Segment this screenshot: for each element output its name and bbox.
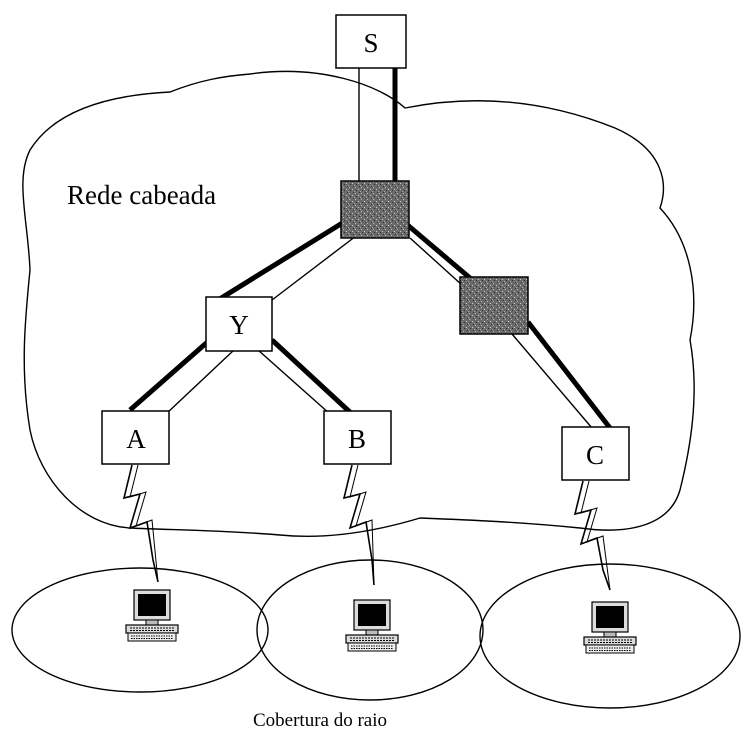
wireless-link-c-icon — [573, 480, 611, 591]
link-y-a-thick — [128, 336, 214, 412]
router-secondary — [459, 276, 529, 335]
router-core — [340, 180, 410, 239]
svg-text:Y: Y — [229, 310, 249, 340]
svg-text:A: A — [126, 424, 146, 454]
svg-text:B: B — [348, 424, 366, 454]
link-router2-c-thin — [511, 333, 593, 429]
coverage-caption: Cobertura do raio — [253, 710, 387, 731]
node-c: C — [561, 426, 630, 481]
node-y: Y — [205, 296, 273, 352]
wired-network-cloud — [22, 70, 695, 538]
coverage-area-b — [256, 559, 484, 701]
computer-icon-b — [345, 599, 399, 652]
wireless-link-a-icon-2 — [129, 464, 159, 583]
link-y-b-thick — [270, 338, 354, 416]
wireless-link-a-icon — [122, 464, 159, 583]
link-y-a-thin — [165, 349, 235, 415]
link-router-router2 — [402, 220, 472, 280]
link-router-y-thick — [208, 219, 346, 308]
wireless-link-c-icon-2 — [580, 480, 611, 591]
link-router2-c-thick — [526, 320, 612, 430]
node-b: B — [323, 410, 392, 465]
node-a: A — [101, 410, 170, 465]
link-y-b-thin — [257, 349, 331, 415]
link-router-router2-thin — [409, 237, 463, 286]
wireless-link-b-icon — [342, 464, 375, 586]
svg-text:S: S — [363, 28, 378, 58]
network-links — [128, 67, 612, 430]
link-router-y-thin — [271, 235, 357, 301]
computer-icon-a — [125, 589, 179, 642]
node-s: S — [335, 14, 407, 69]
coverage-area-a — [11, 567, 269, 693]
coverage-area-c — [479, 563, 741, 709]
wireless-link-b-icon-2 — [349, 464, 375, 586]
svg-text:C: C — [586, 440, 604, 470]
region-label: Rede cabeada — [67, 180, 216, 210]
computer-icon-c — [583, 601, 637, 654]
